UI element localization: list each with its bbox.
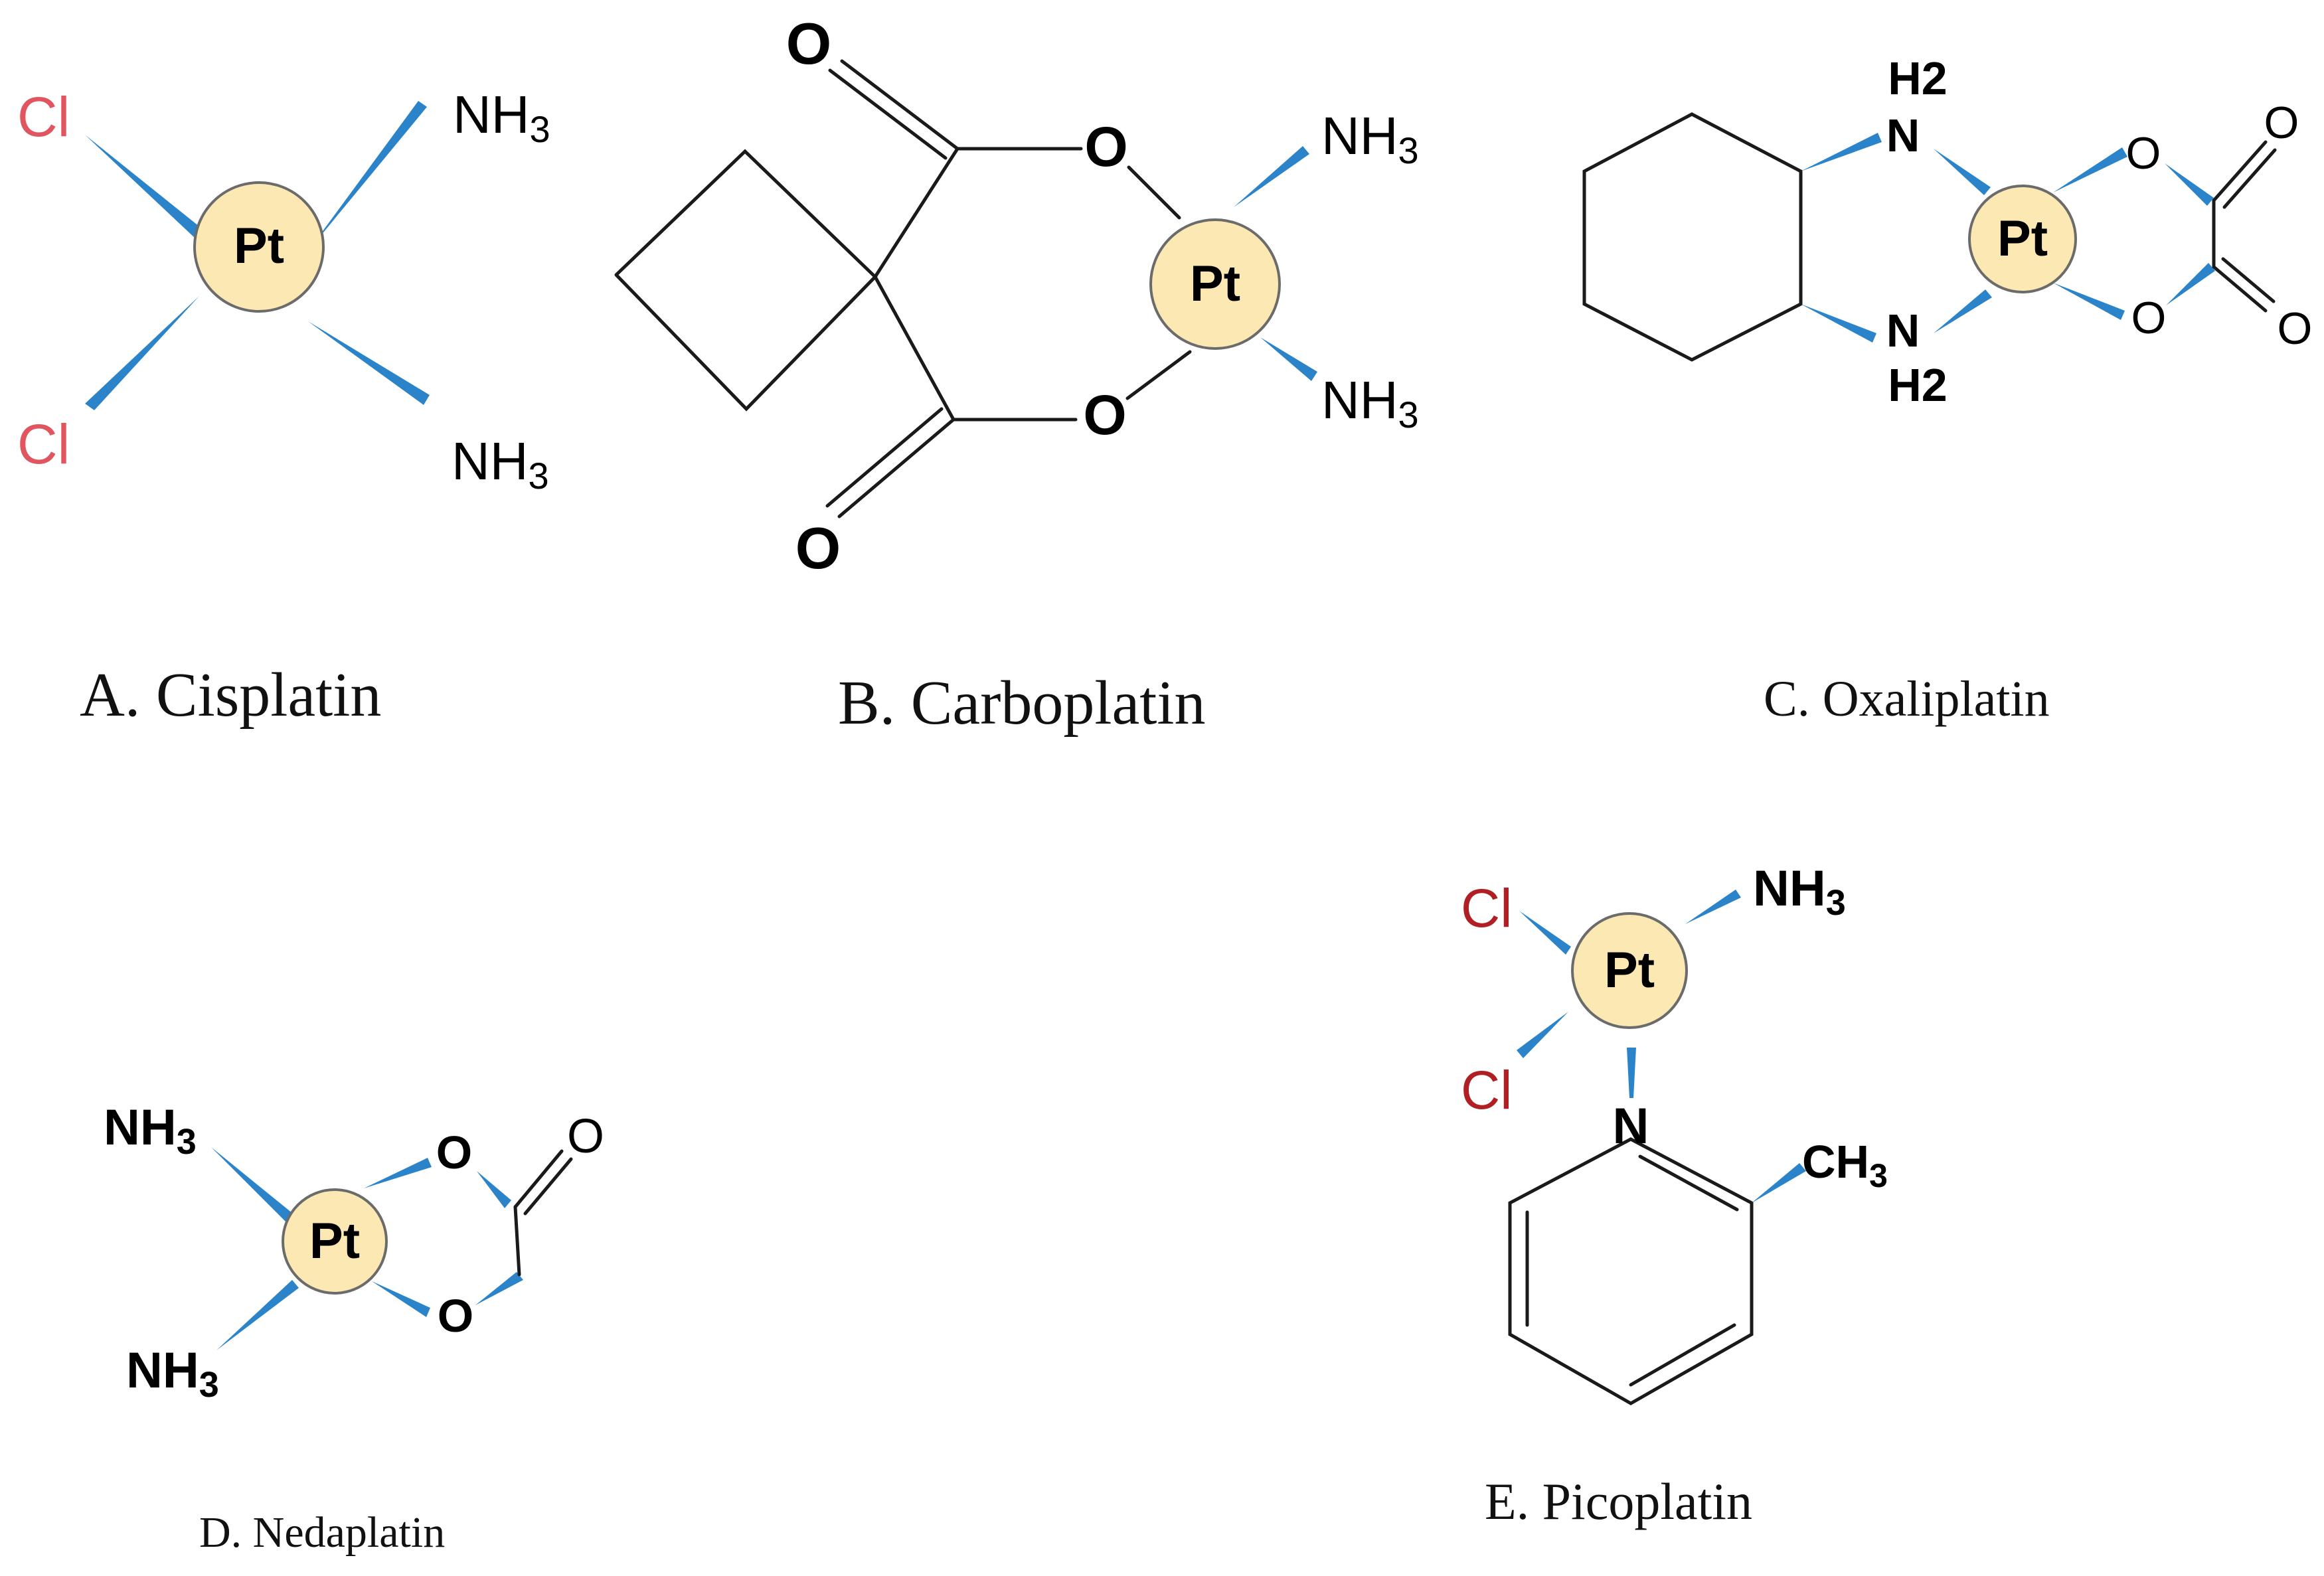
single-bond	[513, 1205, 521, 1277]
wedge-bond	[475, 1272, 523, 1305]
pyridine-ring	[1508, 1137, 1754, 1405]
wedge-bond	[85, 296, 199, 410]
wedge-bond	[211, 1147, 296, 1225]
wedge-bond	[364, 1158, 432, 1188]
wedge-bond	[1234, 146, 1309, 207]
ch3-label: CH3	[1802, 1136, 1888, 1194]
wedge-bond	[1517, 1012, 1568, 1058]
pt-label: Pt	[1190, 256, 1240, 312]
wedge-bond	[1519, 911, 1571, 955]
wedge-bond	[1934, 149, 1991, 195]
pt-atom	[1571, 912, 1688, 1029]
nh3-label: NH3	[452, 432, 549, 497]
pt-atom	[282, 1188, 388, 1295]
caption-nedaplatin: D. Nedaplatin	[199, 1508, 445, 1557]
pt-label: Pt	[1604, 942, 1655, 998]
pt-atom	[1149, 218, 1281, 350]
nh3-label: NH3	[453, 85, 550, 150]
double-bond	[2212, 140, 2268, 202]
double-bond	[2212, 265, 2268, 313]
o-label: O	[438, 1290, 473, 1342]
pt-label: Pt	[1997, 210, 2048, 267]
o-label: O	[795, 515, 841, 581]
o-label: O	[1084, 116, 1127, 178]
o-label: O	[2126, 128, 2161, 179]
single-bond	[873, 275, 955, 422]
h2-label: H2	[1888, 52, 1947, 104]
double-bond	[513, 1149, 564, 1209]
wedge-bond	[2166, 263, 2215, 305]
wedge-bond	[85, 135, 203, 238]
double-bond	[1638, 1154, 1739, 1212]
cl-label: Cl	[17, 86, 70, 148]
wedge-bond	[1934, 289, 1992, 333]
o-label: O	[786, 11, 831, 76]
oxaliplatin-structure: Pt H2 N N H2 O O O O C. Oxaliplatin	[1582, 52, 2313, 727]
o-label: O	[567, 1110, 604, 1163]
wedge-bond	[1801, 304, 1876, 343]
caption-carboplatin: B. Carboplatin	[838, 669, 1206, 738]
nh3-label: NH3	[1321, 106, 1419, 171]
o-label: O	[1083, 384, 1126, 446]
o-label: O	[2278, 303, 2313, 354]
double-bond	[1629, 1323, 1736, 1387]
cisplatin-structure: Pt Cl Cl NH3 NH3 A. Cisplatin	[17, 85, 550, 730]
pt-atom	[1968, 185, 2077, 293]
wedge-bond	[477, 1171, 511, 1208]
cl-label: Cl	[17, 413, 70, 475]
wedge-bond	[1627, 1048, 1636, 1098]
n-label: N	[1886, 305, 1920, 356]
cl-label: Cl	[1461, 878, 1512, 939]
nedaplatin-structure: Pt NH3 NH3 O O O D. Nedaplatin	[104, 1099, 604, 1557]
nh3-label: NH3	[104, 1099, 197, 1162]
pt-atom	[193, 181, 325, 313]
caption-picoplatin: E. Picoplatin	[1485, 1472, 1752, 1530]
double-bond	[840, 59, 959, 151]
caption-oxaliplatin: C. Oxaliplatin	[1764, 671, 2050, 727]
o-label: O	[2264, 98, 2299, 148]
wedge-bond	[216, 1280, 299, 1350]
double-bond	[825, 407, 944, 508]
caption-cisplatin: A. Cisplatin	[80, 661, 381, 730]
nh3-label: NH3	[126, 1342, 219, 1405]
wedge-bond	[1801, 133, 1882, 171]
picoplatin-structure: Pt Cl Cl NH3 N CH3 E. Picoplatin	[1461, 860, 1888, 1530]
wedge-bond	[2053, 283, 2125, 320]
nh3-label: NH3	[1753, 860, 1846, 923]
single-bond	[873, 147, 959, 279]
double-bond	[837, 418, 955, 518]
n-label: N	[1613, 1098, 1649, 1154]
double-bond	[523, 1157, 573, 1216]
wedge-bond	[2053, 147, 2127, 193]
o-label: O	[2131, 293, 2167, 343]
double-bond	[2221, 257, 2276, 303]
wedge-bond	[308, 321, 430, 405]
cyclobutane-ring	[614, 149, 878, 412]
wedge-bond	[1752, 1163, 1806, 1203]
wedge-bond	[372, 1281, 430, 1317]
pt-label: Pt	[309, 1213, 360, 1269]
n-label: N	[1886, 110, 1920, 161]
wedge-bond	[1685, 890, 1741, 924]
double-bond	[2222, 148, 2277, 209]
cyclohexane-ring	[1582, 112, 1803, 362]
wedge-bond	[2165, 163, 2214, 206]
nh3-label: NH3	[1321, 370, 1419, 435]
coordination-bond	[1127, 165, 1181, 220]
h2-label: H2	[1888, 359, 1947, 411]
cl-label: Cl	[1461, 1060, 1512, 1121]
o-label: O	[436, 1127, 472, 1178]
carboplatin-structure: Pt O O O O NH3 NH3 B. Carboplatin	[614, 11, 1419, 738]
wedge-bond	[1260, 337, 1317, 381]
pt-label: Pt	[234, 218, 284, 274]
coordination-bond	[1125, 350, 1192, 400]
wedge-bond	[308, 101, 427, 251]
double-bond	[828, 68, 948, 160]
